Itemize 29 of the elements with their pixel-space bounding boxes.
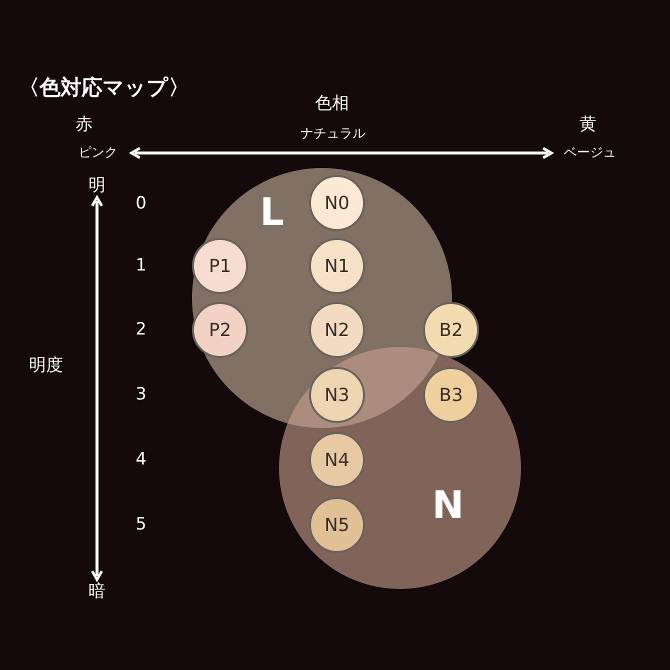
shade-code: N1	[324, 256, 350, 276]
axis-label: 暗	[88, 584, 106, 600]
shade-code: P1	[208, 256, 232, 276]
scale-number: 4	[136, 452, 146, 468]
scale-number: 3	[136, 386, 146, 404]
axis-label: 色相	[315, 96, 349, 112]
shade-code: N5	[324, 514, 350, 536]
group-letter: L	[260, 193, 284, 231]
scale-number: 2	[136, 322, 146, 338]
group-letter: N	[432, 486, 464, 524]
shade-code: N3	[324, 384, 350, 406]
shade-code: N4	[324, 450, 350, 470]
scale-number: 5	[136, 516, 146, 534]
scale-number: 1	[136, 258, 146, 274]
shade-code: B2	[439, 320, 463, 340]
axis-label: ナチュラル	[300, 128, 366, 140]
scale-number: 0	[136, 196, 146, 212]
axis-label: ベージュ	[564, 146, 616, 160]
shade-circle	[423, 367, 479, 423]
axis-label: 明度	[29, 358, 63, 374]
shade-code: P2	[208, 320, 232, 340]
title: 〈色対応マップ〉	[18, 78, 190, 98]
shade-code: B3	[439, 384, 463, 406]
axis-label: ピンク	[78, 146, 118, 160]
shade-code: N2	[324, 320, 350, 340]
axis-label: 明	[88, 178, 106, 194]
axis-label: 赤	[76, 116, 92, 134]
axis-label: 黄	[580, 116, 596, 134]
shade-code: N0	[324, 192, 350, 214]
